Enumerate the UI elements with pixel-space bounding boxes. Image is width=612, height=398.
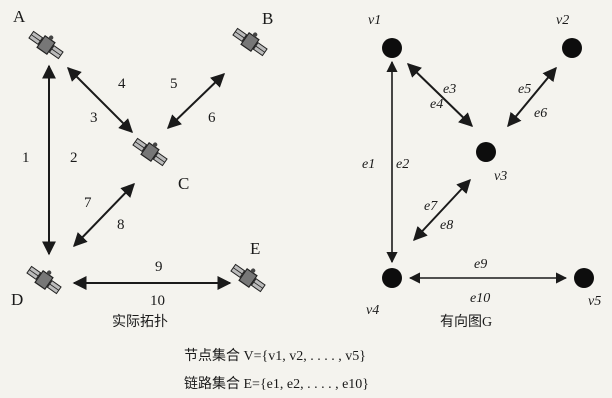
edge-label: e2 (396, 157, 409, 172)
edge-v1-v3 (406, 63, 474, 127)
edge-label: e10 (470, 291, 490, 306)
edge-label: e7 (424, 199, 438, 214)
vertex-label-v4: v4 (366, 303, 379, 318)
right-caption: 有向图G (440, 314, 492, 330)
satellite-e-icon (228, 257, 270, 295)
vertex-label-v2: v2 (556, 13, 569, 28)
left-topology: A B C D E 1 2 3 4 5 6 7 8 9 10 实际拓扑 (11, 7, 273, 330)
link-number: 5 (170, 76, 178, 92)
left-caption: 实际拓扑 (112, 314, 168, 330)
vertex-v1 (382, 38, 402, 58)
right-graph: v1 v2 v3 v4 v5 e1 e2 e3 e4 e5 e6 e7 e8 e… (362, 13, 601, 330)
vertex-label-v1: v1 (368, 13, 381, 28)
vertex-label-v5: v5 (588, 294, 601, 309)
link-number: 2 (70, 150, 78, 166)
link-number: 7 (84, 195, 92, 211)
satellite-d-icon (24, 259, 66, 297)
node-label-a: A (13, 7, 26, 26)
edge-label: e3 (443, 82, 456, 97)
nodes-set-formula: 节点集合 V={v1, v2, . . . . , v5} (184, 347, 366, 364)
link-number: 10 (150, 293, 165, 309)
node-label-d: D (11, 290, 23, 309)
links-set-formula: 链路集合 E={e1, e2, . . . . , e10} (184, 375, 369, 392)
vertex-v3 (476, 142, 496, 162)
link-number: 8 (117, 217, 125, 233)
edge-label: e9 (474, 257, 487, 272)
vertex-v2 (562, 38, 582, 58)
node-label-e: E (250, 239, 260, 258)
link-number: 6 (208, 110, 216, 126)
node-label-c: C (178, 174, 189, 193)
edge-label: e8 (440, 218, 453, 233)
edge-label: e4 (430, 97, 443, 112)
satellite-c-icon (130, 131, 172, 169)
edge-label: e6 (534, 106, 547, 121)
edge-label: e5 (518, 82, 531, 97)
link-b-c (166, 73, 226, 129)
link-a-c (67, 67, 133, 133)
vertex-v4 (382, 268, 402, 288)
edge-v3-v4 (413, 178, 471, 242)
edge-v2-v3 (507, 66, 557, 128)
node-label-b: B (262, 9, 273, 28)
link-c-d (73, 182, 135, 248)
link-number: 3 (90, 110, 98, 126)
edge-label: e1 (362, 157, 375, 172)
satellite-a-icon (26, 24, 68, 62)
link-number: 4 (118, 76, 126, 92)
link-number: 9 (155, 259, 163, 275)
vertex-label-v3: v3 (494, 169, 507, 184)
link-number: 1 (22, 150, 30, 166)
vertex-v5 (574, 268, 594, 288)
